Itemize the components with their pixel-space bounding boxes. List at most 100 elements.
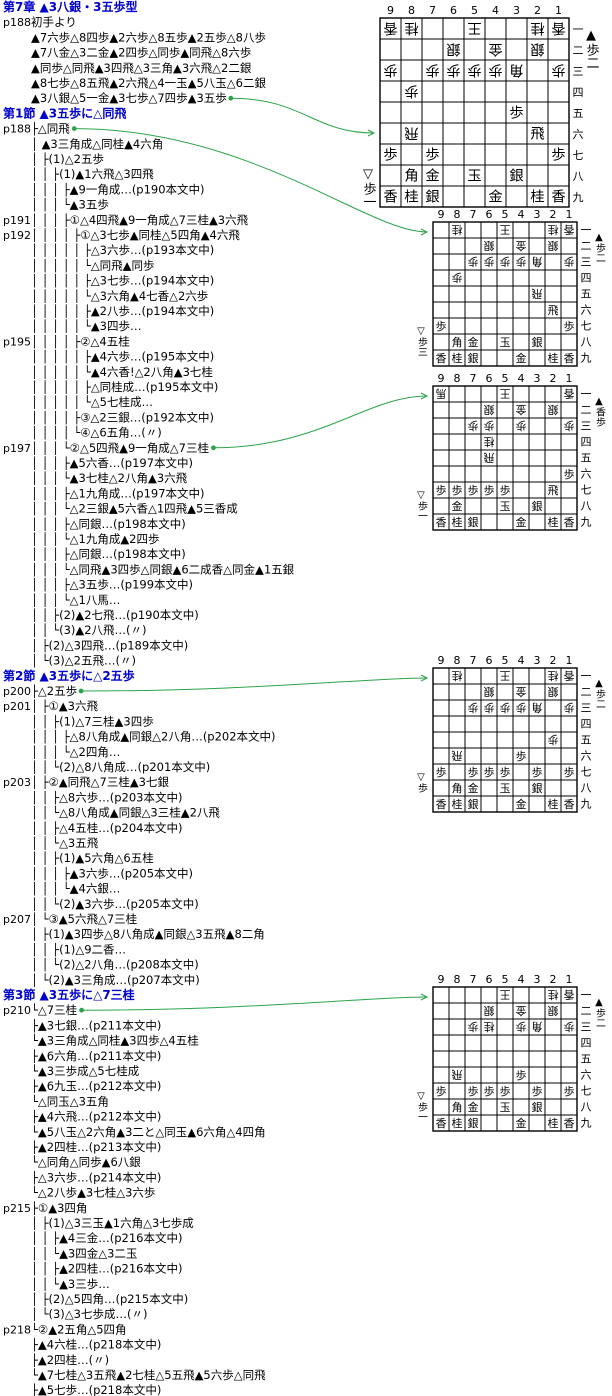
section3-move-line: └▲7七桂△3五飛▲2七桂△5五飛▲5六歩△同飛: [31, 1368, 266, 1382]
board-rank-label: 九: [573, 191, 584, 204]
gote-piece: 歩: [467, 61, 481, 78]
board-frame: [432, 986, 578, 1132]
sente-piece: 玉: [500, 782, 511, 795]
sente-piece: 玉: [500, 500, 511, 513]
gote-piece: 歩: [467, 701, 478, 715]
board-rank-label: 八: [573, 170, 584, 183]
sente-piece: 香: [436, 798, 447, 811]
gote-piece: 歩: [483, 701, 494, 715]
chapter-move-line: ▲8七歩△8五飛▲2六飛△4一玉▲5八玉△6二銀: [31, 76, 266, 90]
sente-piece: 銀: [532, 499, 543, 513]
sente-piece: 歩: [484, 483, 495, 497]
sente-piece: 歩: [436, 1084, 447, 1098]
gote-piece: 金: [488, 40, 502, 57]
board-file-label: 2: [550, 208, 557, 221]
board-rank-label: 七: [581, 766, 592, 779]
board-file-label: 9: [438, 208, 445, 221]
board-rank-label: 四: [581, 718, 592, 731]
board-rank-label: 一: [581, 388, 592, 401]
sente-piece: 玉: [500, 336, 511, 349]
gote-piece: 歩: [515, 1020, 526, 1034]
section3-move-line: └▲3三角成△同桂▲3四歩△4五桂: [31, 1034, 199, 1048]
gote-piece: 王: [499, 387, 510, 400]
page-ref: p200: [3, 685, 31, 698]
sente-piece: 歩: [532, 1084, 543, 1098]
gote-piece: 香: [563, 223, 574, 236]
sente-hand: ▲歩二: [594, 232, 606, 263]
section3-move-line: └△同玉△3五角: [31, 1094, 109, 1108]
gote-piece: 香: [563, 988, 574, 1001]
section2-move-line: │ │ ├△4五桂…(p204本文中): [31, 821, 182, 835]
page-ref: p207: [3, 913, 31, 926]
gote-piece: 桂: [530, 19, 544, 36]
sente-hand: ▲歩二: [594, 678, 606, 709]
board-file-label: 9: [387, 4, 394, 17]
section1-move-line: │ │ ├(1)▲1六飛△3四飛: [31, 167, 154, 181]
section1-move-line: │ ▲3三角成△同桂▲4六角: [31, 137, 163, 151]
gote-piece: 歩: [483, 419, 494, 433]
sente-piece: 桂: [452, 1116, 463, 1130]
gote-piece: 歩: [563, 701, 574, 715]
board-rank-label: 六: [581, 1069, 592, 1082]
gote-piece: 銀: [547, 239, 558, 253]
connector-arrow: [420, 993, 429, 1001]
board-file-label: 4: [518, 973, 525, 986]
chapter-move-line: ▲3八銀△5一金▲3七歩△7四歩▲3五歩: [31, 91, 227, 105]
board-file-label: 5: [502, 208, 509, 221]
board-file-label: 9: [438, 654, 445, 667]
gote-piece: 馬: [435, 387, 446, 400]
sente-piece: 歩: [500, 483, 511, 497]
gote-piece: 王: [499, 669, 510, 682]
chapter-move-line: ▲7八金△3二金▲2四歩△同歩▲同飛△8六歩: [31, 46, 251, 60]
section3-move-line: │ ├(1)△3三玉▲1六角△3七歩成: [31, 1216, 194, 1230]
connector-arrow: [367, 129, 376, 137]
sente-piece: 銀: [532, 781, 543, 795]
sente-piece: 角: [452, 1101, 463, 1114]
board-file-label: 8: [454, 973, 461, 986]
board-rank-label: 八: [581, 1101, 592, 1114]
board-file-label: 5: [471, 4, 478, 17]
section3-move-line: │ │ ├▲2四桂…(p216本文中): [31, 1262, 182, 1276]
gote-piece: 歩: [467, 255, 478, 269]
board-file-label: 1: [566, 208, 573, 221]
section3-move-line: ├▲4六桂…(p218本文中): [31, 1338, 161, 1352]
board-file-label: 3: [534, 654, 541, 667]
gote-piece: 金: [515, 403, 526, 417]
board-connector: [230, 97, 375, 134]
sente-piece: 金: [516, 351, 527, 365]
sente-hand: ▲歩二: [594, 997, 606, 1028]
section1-move-line: │ │ │ ├△1九角成…(p197本文中): [31, 486, 205, 500]
section1-move-line: │ │ │ │ │ └▲4六香!△2八角▲3七桂: [31, 365, 213, 379]
board-rank-label: 二: [581, 1005, 592, 1018]
section1-move-line: │ │ │ ├△3五歩…(p199本文中): [31, 578, 193, 592]
board-file-label: 1: [555, 4, 562, 17]
gote-piece: 桂: [483, 435, 494, 449]
connector-arrow: [420, 674, 429, 682]
section1-move-line: │ │ │ │ ├③△2三銀…(p192本文中): [31, 410, 214, 424]
board-file-label: 4: [518, 654, 525, 667]
board-file-label: 2: [550, 973, 557, 986]
section3-move-line: └▲3三歩成△5七桂成: [31, 1064, 140, 1078]
page-ref: p197: [3, 442, 31, 455]
gote-piece: 歩: [515, 419, 526, 433]
gote-piece: 香: [383, 19, 397, 36]
gote-piece: 王: [499, 223, 510, 236]
section2-move-line: │ │ ├(1)▲5六角△6五桂: [31, 851, 154, 865]
section1-move-line: │ │ │ ├▲5六香…(p197本文中): [31, 456, 193, 470]
board-file-label: 7: [470, 208, 477, 221]
section1-move-line: │ │ │ │ └④△6五角…(〃): [31, 426, 162, 440]
sente-piece: 金: [468, 335, 479, 349]
sente-piece: 飛: [530, 127, 544, 143]
board-frame: [432, 667, 578, 813]
gote-piece: 桂: [451, 669, 462, 683]
section3-move-line: │ │ └▲3四金△3二玉: [31, 1246, 137, 1260]
sente-piece: 香: [383, 189, 397, 206]
board-file-label: 8: [454, 208, 461, 221]
board-rank-label: 八: [581, 782, 592, 795]
sente-piece: 銀: [532, 1100, 543, 1114]
section1-move-line: │ │ │ │ │ ├△同桂成…(p195本文中): [31, 380, 218, 394]
board-file-label: 7: [470, 654, 477, 667]
sente-piece: 飛: [548, 304, 559, 317]
gote-piece: 歩: [404, 82, 418, 99]
board-connector: [213, 395, 428, 449]
